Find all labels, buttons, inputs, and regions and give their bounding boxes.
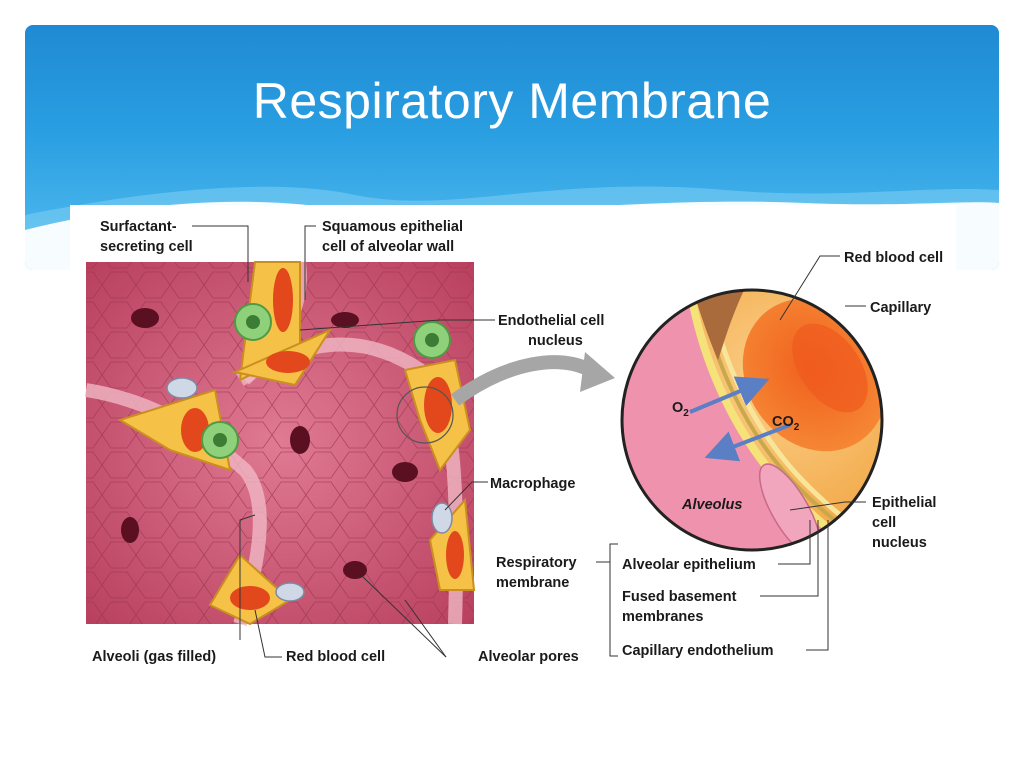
macrophage-cell — [275, 582, 305, 602]
label-fused-1: Fused basement — [622, 589, 737, 605]
label-endothelial-1: Endothelial cell — [498, 313, 604, 329]
label-surfactant-2: secreting cell — [100, 239, 193, 255]
alveolar-pore — [392, 462, 418, 482]
label-alveolar-pores: Alveolar pores — [478, 649, 579, 665]
label-respiratory-2: membrane — [496, 575, 569, 591]
alveolar-pore — [131, 308, 159, 328]
o2-arrow — [689, 376, 770, 414]
alveolar-tissue-illustration — [84, 261, 476, 627]
alveolar-pore — [121, 517, 139, 543]
macrophage-cell — [431, 502, 453, 534]
label-alveolus: Alveolus — [681, 497, 742, 513]
label-endothelial-2: nucleus — [528, 333, 583, 349]
co2-arrow — [704, 423, 791, 462]
label-epithelial-2: cell — [872, 515, 896, 531]
label-squamous-2: cell of alveolar wall — [322, 239, 454, 255]
label-fused-2: membranes — [622, 609, 703, 625]
label-red-blood-cell-bottom: Red blood cell — [286, 649, 385, 665]
capillary-junction — [428, 497, 476, 591]
label-co2: CO2 — [772, 414, 800, 433]
label-alveoli: Alveoli (gas filled) — [92, 649, 216, 665]
label-epithelial-3: nucleus — [872, 535, 927, 551]
label-macrophage: Macrophage — [490, 476, 575, 492]
label-capillary: Capillary — [870, 300, 931, 316]
label-epithelial-1: Epithelial — [872, 495, 936, 511]
alveolar-pore — [290, 426, 310, 454]
label-respiratory-1: Respiratory — [496, 555, 577, 571]
slide-title: Respiratory Membrane — [252, 73, 772, 129]
label-o2: O2 — [672, 400, 689, 419]
label-red-blood-cell-top: Red blood cell — [844, 250, 943, 266]
label-surfactant-1: Surfactant- — [100, 219, 177, 235]
alveolar-pore — [331, 312, 359, 328]
label-capillary-endothelium: Capillary endothelium — [622, 643, 773, 659]
label-squamous-1: Squamous epithelial — [322, 219, 463, 235]
diagram-labels: Surfactant- secreting cell Squamous epit… — [92, 219, 943, 665]
magnify-arrow — [450, 355, 594, 406]
alveolar-pore — [343, 561, 367, 579]
label-alveolar-epithelium: Alveolar epithelium — [622, 557, 756, 573]
macrophage-cell — [166, 377, 198, 399]
leader-lines — [192, 225, 866, 658]
